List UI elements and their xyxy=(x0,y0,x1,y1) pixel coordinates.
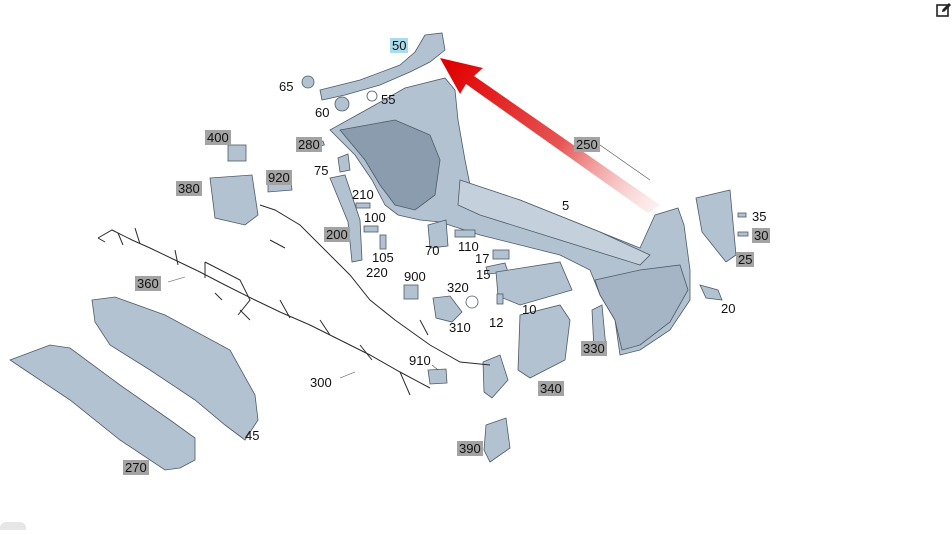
label-25: 25 xyxy=(736,252,755,267)
edit-icon[interactable] xyxy=(936,2,952,18)
label-30: 30 xyxy=(752,228,771,243)
label-65: 65 xyxy=(279,79,294,94)
label-50: 50 xyxy=(390,38,409,53)
label-320: 320 xyxy=(447,280,469,295)
label-35: 35 xyxy=(752,209,767,224)
lower-panel-part xyxy=(9,344,196,471)
energy-absorber-part xyxy=(91,296,259,441)
label-105: 105 xyxy=(372,250,394,265)
label-210: 210 xyxy=(352,187,374,202)
label-340: 340 xyxy=(538,381,564,396)
label-360: 360 xyxy=(135,276,161,291)
label-910: 910 xyxy=(409,353,431,368)
label-5: 5 xyxy=(562,198,570,213)
label-390: 390 xyxy=(457,441,483,456)
label-270: 270 xyxy=(123,460,149,475)
red-arrow-icon xyxy=(440,58,660,213)
label-10: 10 xyxy=(522,302,537,317)
label-380: 380 xyxy=(176,181,202,196)
label-900: 900 xyxy=(404,269,426,284)
label-12: 12 xyxy=(489,315,504,330)
label-200: 200 xyxy=(324,227,350,242)
label-20: 20 xyxy=(721,301,736,316)
bracket-part xyxy=(319,32,446,101)
leader-lines xyxy=(167,144,651,379)
label-250: 250 xyxy=(574,137,600,152)
label-110: 110 xyxy=(458,239,479,254)
label-17: 17 xyxy=(475,251,490,266)
label-70: 70 xyxy=(425,243,440,258)
label-220: 220 xyxy=(366,265,388,280)
label-280: 280 xyxy=(296,137,322,152)
label-45: 45 xyxy=(245,428,260,443)
label-310: 310 xyxy=(449,320,471,335)
bumper-cover-part xyxy=(329,77,691,356)
label-75: 75 xyxy=(314,163,329,178)
label-100: 100 xyxy=(364,210,386,225)
label-55: 55 xyxy=(381,92,396,107)
label-60: 60 xyxy=(315,105,330,120)
label-300: 300 xyxy=(310,375,332,390)
label-330: 330 xyxy=(581,341,607,356)
label-920: 920 xyxy=(266,170,292,185)
label-400: 400 xyxy=(205,130,231,145)
label-15: 15 xyxy=(476,267,491,282)
corner-tab[interactable] xyxy=(0,522,26,530)
wiring-harness xyxy=(97,204,491,396)
